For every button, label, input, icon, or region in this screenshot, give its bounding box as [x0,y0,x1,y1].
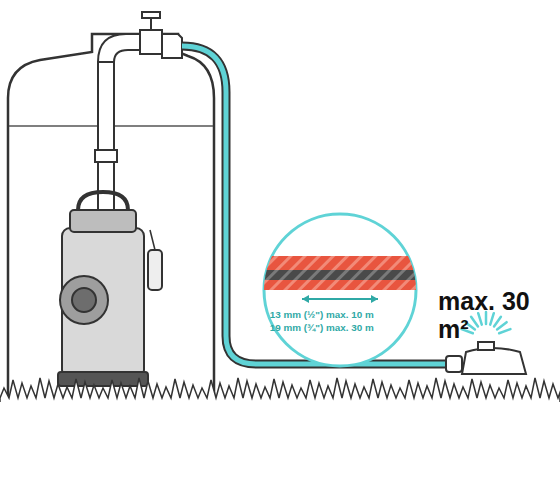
magnifier-circle: 13 mm (½") max. 10 m19 mm (¾") max. 30 m [262,212,418,368]
length-arrow [302,298,378,300]
arrow-head [302,295,309,303]
grass [0,378,560,504]
valve-handle [142,12,160,18]
pipe-coupling [95,150,117,162]
magnifier-outline [262,212,418,368]
water-spray [497,322,507,329]
tank-outline [8,34,214,400]
water-spray [494,317,501,327]
area-label: max. 30 m² [438,288,548,343]
hose-wall [262,280,418,290]
riser-pipe [98,62,114,232]
submersible-pump [58,192,162,386]
hose-spec: 19 mm (¾") max. 30 m [270,321,418,334]
ground [0,402,560,504]
water-spray [471,317,478,327]
hose-spec: 13 mm (½") max. 10 m [270,308,418,321]
grass-edge [0,378,560,504]
hose-wall [262,256,418,270]
arrow-head [371,295,378,303]
valve-body [140,30,162,54]
hose-connector [162,34,182,58]
pipe-elbow [98,34,140,62]
hose-layer [262,270,418,280]
valve-stem [150,18,152,30]
water-spray [499,329,510,333]
